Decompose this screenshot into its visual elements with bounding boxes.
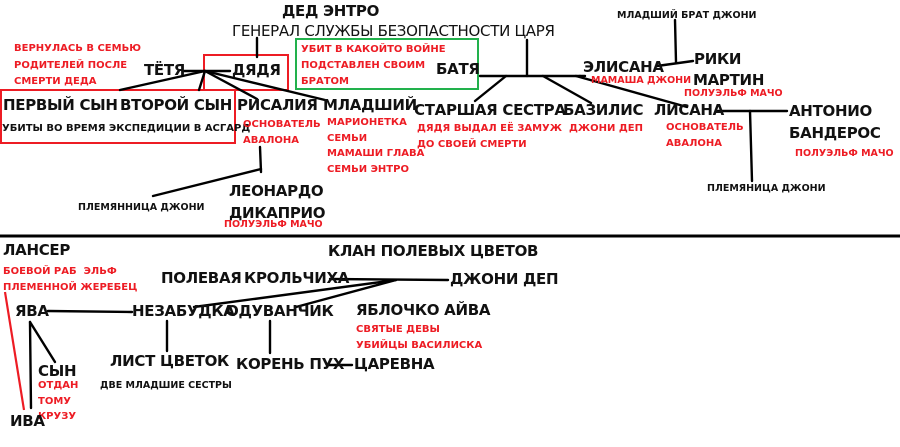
risalia-child: ПЛЕМЯННИЦА ДЖОНИ — [78, 202, 205, 213]
list-cvetok-name: ЛИСТ ЦВЕТОК — [110, 352, 230, 370]
johnny-name: ДЖОНИ ДЕП — [450, 270, 559, 288]
elisana-note: МАМАША ДЖОНИ — [591, 75, 692, 86]
aunt-name: ТЁТЯ — [144, 61, 186, 79]
elisana-child: МЛАДШИЙ БРАТ ДЖОНИ — [617, 10, 757, 21]
krolchikha-name: КРОЛЬЧИХА — [244, 269, 350, 287]
lisana-name: ЛИСАНА — [654, 101, 724, 119]
father-note: УБИТ В КАКОЙТО ВОЙНЕ ПОДСТАВЛЕН СВОИМ БР… — [301, 44, 446, 87]
father-name: БАТЯ — [436, 60, 480, 78]
riki-name-1: РИКИ — [694, 50, 742, 68]
son-name: СЫН — [38, 362, 77, 380]
lisana-note: ОСНОВАТЕЛЬ АВАЛОНА — [666, 122, 744, 149]
sons-box — [0, 89, 236, 144]
aunt-note: ВЕРНУЛАСЬ В СЕМЬЮ РОДИТЕЛЕЙ ПОСЛЕ СМЕРТИ… — [14, 43, 141, 87]
riki-note: ПОЛУЭЛЬФ МАЧО — [684, 88, 783, 99]
grandfather-name: ДЕД ЭНТРО — [282, 2, 380, 20]
elder-sister-note: ДЯДЯ ВЫДАЛ ЕЁ ЗАМУЖ ДО СВОЕЙ СМЕРТИ — [417, 123, 562, 150]
uncle-name: ДЯДЯ — [232, 61, 281, 79]
father-box — [295, 38, 479, 90]
list-cvetok-note: ДВЕ МЛАДШИЕ СЕСТРЫ — [100, 380, 232, 391]
son-note: ОТДАН ТОМУ КРУЗУ — [38, 380, 79, 422]
clan-title: КЛАН ПОЛЕВЫХ ЦВЕТОВ — [328, 242, 539, 260]
lancer-name: ЛАНСЕР — [3, 241, 71, 259]
antonio-name-2: БАНДЕРОС — [789, 124, 881, 142]
oduvanchik-name: ОДУВАНЧИК — [226, 302, 334, 320]
iva-name: ИВА — [10, 412, 45, 430]
risalia-name: РИСАЛИЯ — [237, 96, 318, 114]
polevaya-name: ПОЛЕВАЯ — [161, 269, 242, 287]
koren-pukh-name: КОРЕНЬ ПУХ — [236, 355, 345, 373]
risalia-note: ОСНОВАТЕЛЬ АВАЛОНА — [243, 119, 321, 146]
yava-name: ЯВА — [15, 302, 49, 320]
bazilis-note: ДЖОНИ ДЕП — [569, 123, 643, 134]
antonio-name-1: АНТОНИО — [789, 102, 872, 120]
lancer-iva-line — [3, 291, 26, 411]
yablochko-note: СВЯТЫЕ ДЕВЫ УБИЙЦЫ ВАСИЛИСКА — [356, 324, 483, 351]
leonardo-name-1: ЛЕОНАРДО — [229, 182, 324, 200]
leonardo-note: ПОЛУЭЛЬФ МАЧО — [224, 219, 323, 230]
lancer-note: БОЕВОЙ РАБ ЭЛЬФ ПЛЕМЕННОЙ ЖЕРЕБЕЦ — [3, 266, 138, 293]
lisana-child: ПЛЕМЯНИЦА ДЖОНИ — [707, 183, 826, 194]
youngest-name: МЛАДШИЙ — [323, 96, 417, 114]
leonardo-name-2: ДИКАПРИО — [229, 204, 326, 222]
riki-name-2: МАРТИН — [693, 71, 765, 89]
first-son-name: ПЕРВЫЙ СЫН — [3, 96, 118, 114]
elder-sister-name: СТАРШАЯ СЕСТРА — [414, 101, 566, 119]
youngest-note: МАРИОНЕТКА СЕМЬИ МАМАШИ ГЛАВА СЕМЬИ ЭНТР… — [327, 117, 425, 175]
yablochko-name: ЯБЛОЧКО АЙВА — [356, 301, 491, 319]
grandfather-title: ГЕНЕРАЛ СЛУЖБЫ БЕЗОПАСТНОСТИ ЦАРЯ — [232, 22, 555, 40]
bazilis-name: БАЗИЛИС — [563, 101, 644, 119]
nezabudka-name: НЕЗАБУДКА — [132, 302, 235, 320]
tsarevna-name: ЦАРЕВНА — [354, 355, 435, 373]
second-son-name: ВТОРОЙ СЫН — [120, 96, 233, 114]
elisana-name: ЭЛИСАНА — [583, 58, 664, 76]
sons-note: УБИТЫ ВО ВРЕМЯ ЭКСПЕДИЦИИ В АСГАРД — [2, 123, 251, 134]
antonio-note: ПОЛУЭЛЬФ МАЧО — [795, 148, 894, 159]
